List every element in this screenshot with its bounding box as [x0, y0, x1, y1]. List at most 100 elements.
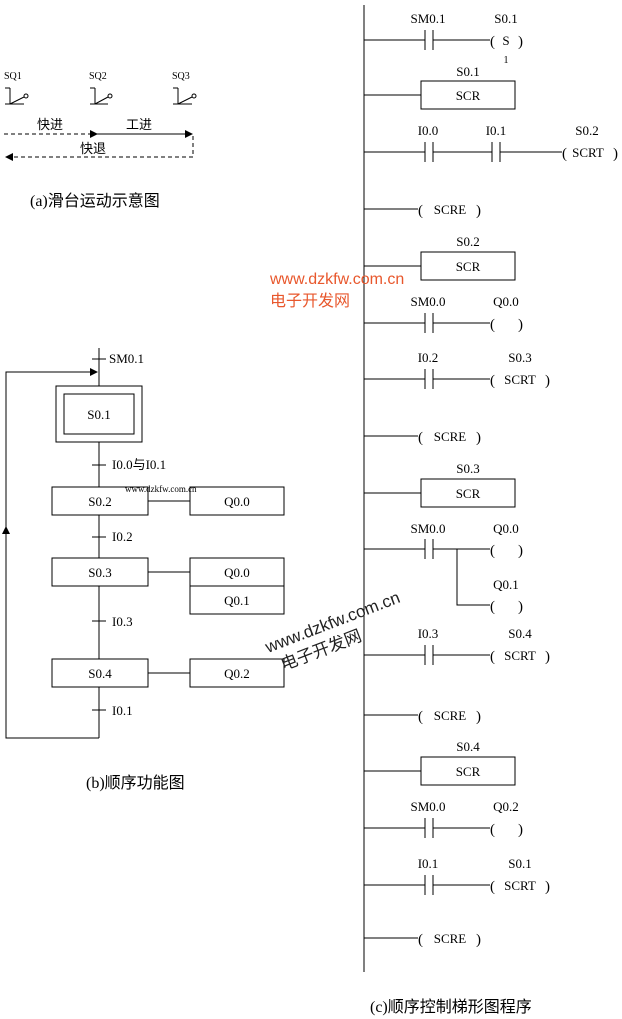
- action-box: [189, 486, 285, 516]
- svg-text:(: (: [418, 932, 423, 948]
- scr-box: [420, 478, 516, 508]
- scre-label: SCRE: [434, 202, 467, 217]
- caption-b: (b)顺序功能图: [86, 774, 185, 792]
- svg-text:): ): [476, 203, 481, 219]
- svg-text:(: (: [490, 649, 495, 665]
- step-label: S0.2: [88, 494, 111, 509]
- contact-label: SM0.0: [410, 294, 445, 309]
- transition-label: I0.3: [112, 614, 133, 629]
- svg-text:(: (: [562, 146, 567, 162]
- coil-left-paren: (: [490, 34, 495, 50]
- return-line: [5, 368, 98, 528]
- scr-label: SCR: [456, 259, 481, 274]
- svg-text:): ): [476, 430, 481, 446]
- motion-diagram: SQ1 SQ2 SQ3 快进 工进 快退: [4, 71, 197, 161]
- svg-text:): ): [613, 146, 618, 162]
- limit-switch-label: SQ1: [4, 71, 22, 82]
- set-count: 1: [504, 55, 509, 66]
- work-feed-label: 工进: [126, 117, 152, 132]
- scr-label: SCR: [456, 486, 481, 501]
- scre-label: SCRE: [434, 931, 467, 946]
- watermark-name: 电子开发网: [270, 292, 350, 310]
- action-label: Q0.2: [224, 666, 250, 681]
- scr-label: SCR: [456, 88, 481, 103]
- limit-switch-icon: [5, 87, 29, 105]
- action-label: Q0.0: [224, 494, 250, 509]
- svg-text:(: (: [490, 543, 495, 559]
- contact-label: SM0.0: [410, 799, 445, 814]
- coil-address: Q0.2: [493, 799, 519, 814]
- contact-label: I0.1: [486, 123, 507, 138]
- contact-label: SM0.0: [410, 521, 445, 536]
- coil-right-paren: ): [518, 34, 523, 50]
- svg-text:): ): [518, 543, 523, 559]
- action-label: Q0.1: [224, 593, 250, 608]
- caption-a: (a)滑台运动示意图: [30, 191, 160, 210]
- svg-text:): ): [476, 932, 481, 948]
- svg-text:(: (: [490, 879, 495, 895]
- coil-address: Q0.1: [493, 577, 519, 592]
- step-label: S0.4: [88, 666, 112, 681]
- scr-box: [420, 756, 516, 786]
- coil-address: S0.2: [575, 123, 598, 138]
- svg-text:(: (: [490, 822, 495, 838]
- fast-forward-label: 快进: [37, 117, 63, 132]
- coil-label: S: [502, 33, 509, 48]
- action-label: Q0.0: [224, 565, 250, 580]
- svg-text:): ): [545, 879, 550, 895]
- limit-switch-label: SQ3: [172, 71, 190, 82]
- fast-return-label: 快退: [80, 141, 106, 156]
- coil-address: S0.3: [508, 350, 531, 365]
- coil-address: Q0.0: [493, 521, 519, 536]
- caption-c: (c)顺序控制梯形图程序: [370, 998, 532, 1016]
- coil-address: S0.1: [508, 856, 531, 871]
- limit-switch-icon: [90, 87, 113, 105]
- coil-label: SCRT: [504, 878, 536, 893]
- contact-label: SM0.1: [410, 11, 445, 26]
- initial-step: [63, 393, 135, 435]
- coil-label: SCRT: [504, 648, 536, 663]
- scr-box: [420, 80, 516, 110]
- limit-switch-label: SQ2: [89, 71, 107, 82]
- svg-text:): ): [518, 822, 523, 838]
- svg-text:(: (: [418, 709, 423, 725]
- return-line: [2, 526, 99, 739]
- svg-text:(: (: [418, 430, 423, 446]
- scr-box: [420, 251, 516, 281]
- scr-label: SCR: [456, 764, 481, 779]
- transition-label: SM0.1: [109, 351, 144, 366]
- contact-label: I0.3: [418, 626, 439, 641]
- coil-address: S0.1: [494, 11, 517, 26]
- step-label: S0.3: [88, 565, 111, 580]
- coil-label: SCRT: [572, 145, 604, 160]
- transition-label: I0.2: [112, 529, 133, 544]
- scr-address: S0.1: [456, 64, 479, 79]
- action-box: [189, 658, 285, 688]
- coil-label: SCRT: [504, 372, 536, 387]
- watermark-top: www.dzkfw.com.cn 电子开发网: [269, 271, 404, 310]
- svg-text:): ): [545, 649, 550, 665]
- transition-label: I0.0与I0.1: [112, 457, 166, 472]
- scr-address: S0.4: [456, 739, 480, 754]
- svg-text:(: (: [490, 599, 495, 615]
- sfc: SM0.1 S0.1 I0.0与I0.1 S0.2 Q0.0 www.dzkfw…: [2, 348, 285, 739]
- limit-switch-icon: [173, 87, 197, 105]
- transition-label: I0.1: [112, 703, 133, 718]
- svg-text:(: (: [490, 317, 495, 333]
- coil-address: Q0.0: [493, 294, 519, 309]
- svg-text:(: (: [490, 373, 495, 389]
- svg-text:): ): [545, 373, 550, 389]
- watermark-url: www.dzkfw.com.cn: [269, 271, 404, 288]
- inline-watermark: www.dzkfw.com.cn: [125, 484, 197, 494]
- contact-label: I0.1: [418, 856, 439, 871]
- contact-label: I0.0: [418, 123, 439, 138]
- svg-text:): ): [476, 709, 481, 725]
- ladder: SM0.1 ( S ) S0.1 1 S0.1 SCR I0.0 I0.1 ( …: [363, 5, 618, 972]
- scr-address: S0.2: [456, 234, 479, 249]
- step-label: S0.1: [87, 407, 110, 422]
- svg-text:(: (: [418, 203, 423, 219]
- svg-text:): ): [518, 599, 523, 615]
- scr-address: S0.3: [456, 461, 479, 476]
- scre-label: SCRE: [434, 708, 467, 723]
